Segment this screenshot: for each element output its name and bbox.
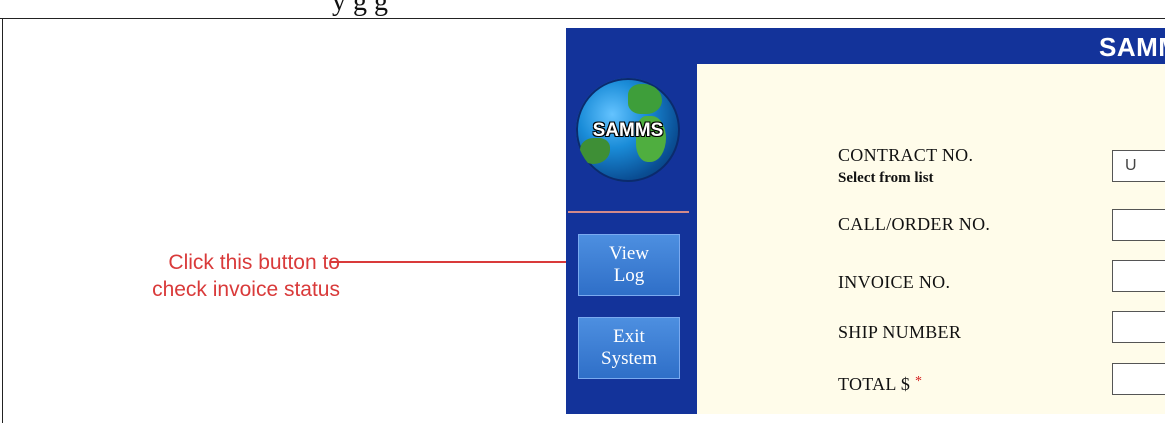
sidebar-divider xyxy=(568,211,689,213)
call-order-no-field[interactable] xyxy=(1112,209,1165,241)
exit-system-label-line1: Exit xyxy=(613,326,645,347)
arrow-shaft xyxy=(330,261,568,263)
logo-text: SAMMS xyxy=(592,120,664,141)
ship-number-label: SHIP NUMBER xyxy=(838,322,962,342)
view-log-label-line1: View xyxy=(608,243,649,264)
ship-number-field[interactable] xyxy=(1112,311,1165,343)
invoice-no-label: INVOICE NO. xyxy=(838,272,951,292)
instruction-annotation: Click this button to check invoice statu… xyxy=(60,249,340,303)
contract-select-hint: Select from list xyxy=(838,170,934,186)
annotation-line-2: check invoice status xyxy=(152,278,340,301)
total-label-text: TOTAL $ xyxy=(838,374,911,394)
cut-off-caption: y g g xyxy=(332,0,388,17)
call-order-no-label: CALL/ORDER NO. xyxy=(838,214,991,234)
total-amount-field[interactable] xyxy=(1112,363,1165,395)
annotation-line-1: Click this button to xyxy=(168,251,340,274)
view-log-button[interactable]: View Log xyxy=(578,234,680,296)
contract-no-label: CONTRACT NO. xyxy=(838,145,974,165)
form-panel xyxy=(697,64,1165,414)
required-marker: * xyxy=(914,374,923,389)
contract-no-field[interactable] xyxy=(1112,150,1165,182)
samms-app-window: SAMMS SAMMS View Log Exit System CONTRAC… xyxy=(566,28,1165,414)
app-title: SAMMS xyxy=(1099,32,1165,62)
exit-system-label-line2: System xyxy=(601,348,657,369)
view-log-label-line2: Log xyxy=(613,265,645,286)
exit-system-button[interactable]: Exit System xyxy=(578,317,680,379)
globe-logo-icon: SAMMS xyxy=(576,78,680,182)
total-label: TOTAL $ * xyxy=(838,374,922,395)
frame-top-border xyxy=(0,18,1165,19)
invoice-no-field[interactable] xyxy=(1112,260,1165,292)
frame-left-border xyxy=(2,18,3,423)
